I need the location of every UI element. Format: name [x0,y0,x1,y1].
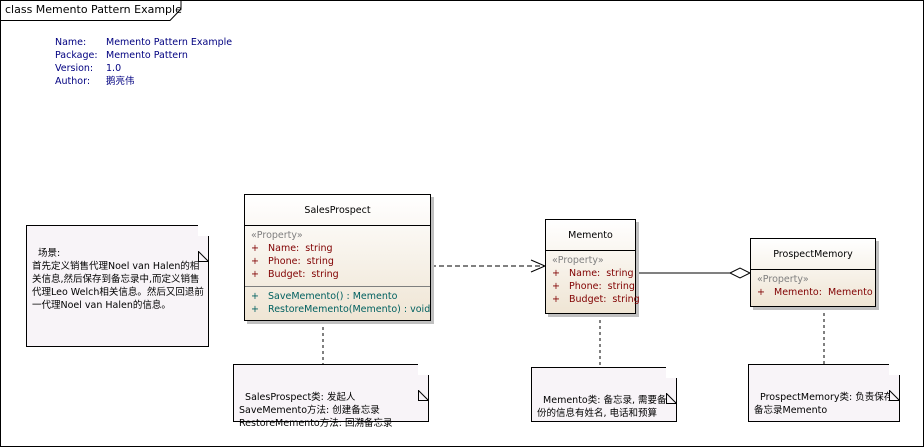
meta-key: Name: [55,37,87,48]
frame-tab [0,0,182,21]
meta-key: Author: [55,76,91,87]
note-sales-prospect[interactable]: SalesProspect类: 发起人 SaveMemento方法: 创建备忘录… [233,364,429,429]
attribute-section: «Property» + Name: string + Phone: strin… [245,226,430,287]
meta-row-author: Author: 鹅亮伟 [55,75,232,88]
meta-row-name: Name: Memento Pattern Example [55,36,232,49]
attribute-phone[interactable]: + Phone: string [251,256,334,267]
attribute-budget[interactable]: + Budget: string [552,294,640,305]
meta-value: Memento Pattern Example [106,37,233,48]
class-name: SalesProspect [245,195,430,226]
meta-row-version: Version: 1.0 [55,62,232,75]
note-prospect-memory[interactable]: ProspectMemory类: 负责保存备忘录Memento [748,364,900,422]
note-memento[interactable]: Memento类: 备忘录, 需要备份的信息有姓名, 电话和预算 [531,367,677,422]
stereotype-label: «Property» [757,274,809,285]
attribute-section: «Property» + Name: string + Phone: strin… [546,251,640,309]
meta-row-package: Package: Memento Pattern [55,49,232,62]
note-fold-corner [889,364,900,401]
class-memento[interactable]: Memento «Property» + Name: string + Phon… [545,219,640,314]
note-fold-corner [418,364,429,401]
note-sales-prospect-text: SalesProspect类: 发起人 SaveMemento方法: 创建备忘录… [239,392,393,429]
scenario-note[interactable]: 场景: 首先定义销售代理Noel van Halen的相关信息,然后保存到备忘录… [26,225,209,347]
attribute-memento[interactable]: + Memento: Memento [757,287,873,298]
note-prospect-memory-text: ProspectMemory类: 负责保存备忘录Memento [754,392,894,416]
note-fold-corner [198,225,209,262]
meta-value: 1.0 [106,63,122,74]
note-fold-corner [666,367,677,404]
note-memento-text: Memento类: 备忘录, 需要备份的信息有姓名, 电话和预算 [537,395,667,419]
attribute-section: «Property» + Memento: Memento [751,270,875,302]
operation-restore-memento[interactable]: + RestoreMemento(Memento) : void [251,304,431,315]
class-sales-prospect[interactable]: SalesProspect «Property» + Name: string … [244,194,431,321]
operation-section: + SaveMemento() : Memento + RestoreMemen… [245,287,430,319]
meta-value: Memento Pattern [106,50,188,61]
stereotype-label: «Property» [552,255,604,266]
operation-save-memento[interactable]: + SaveMemento() : Memento [251,291,398,302]
class-prospect-memory[interactable]: ProspectMemory «Property» + Memento: Mem… [750,238,876,307]
meta-key: Version: [55,63,94,74]
attribute-name[interactable]: + Name: string [251,243,333,254]
meta-key: Package: [55,50,98,61]
stereotype-label: «Property» [251,230,303,241]
class-name: ProspectMemory [751,239,875,270]
scenario-note-text: 场景: 首先定义销售代理Noel van Halen的相关信息,然后保存到备忘录… [32,248,204,311]
attribute-budget[interactable]: + Budget: string [251,269,339,280]
diagram-metadata: Name: Memento Pattern Example Package: M… [55,36,232,88]
meta-value: 鹅亮伟 [106,76,135,87]
attribute-name[interactable]: + Name: string [552,268,634,279]
frame-title: class Memento Pattern Example [5,3,182,16]
class-name: Memento [546,220,635,251]
aggregation-diamond [728,267,752,279]
attribute-phone[interactable]: + Phone: string [552,281,635,292]
